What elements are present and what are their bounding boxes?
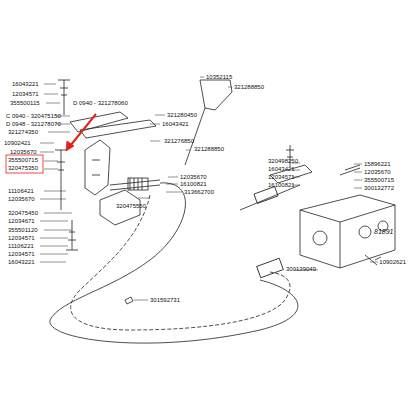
callout-number: D 0940 - 321278060	[73, 100, 128, 107]
cable-sleeve	[254, 187, 278, 204]
leader-lines	[40, 77, 378, 300]
callout-number: 355500715	[364, 177, 394, 184]
callout-number: 12034571	[8, 235, 35, 242]
callout-number: 12034571	[8, 251, 35, 258]
bolt	[58, 80, 70, 115]
highlight-arrowhead	[66, 141, 74, 151]
callout-number: 11106221	[8, 243, 34, 250]
bracket-holes	[92, 160, 100, 175]
cable-rod	[240, 185, 300, 210]
highlight-box	[6, 155, 43, 173]
highlight-arrow	[70, 114, 96, 146]
callout-number: 16043221	[8, 259, 35, 266]
callout-number: 321274350	[8, 129, 38, 136]
callout-number: 320498250	[268, 158, 298, 165]
callout-number: 300132772	[364, 185, 394, 192]
callout-number: 11106421	[8, 188, 34, 195]
valve-edges	[300, 205, 395, 268]
cable-clip	[125, 297, 133, 304]
washer	[340, 165, 360, 175]
cable-rod	[110, 180, 160, 190]
callout-number: 355500715	[8, 157, 38, 164]
callout-number: 321280450	[167, 112, 197, 119]
callout-number: 355501120	[8, 227, 38, 234]
callout-number: 12035670	[8, 196, 35, 203]
bolt	[55, 150, 67, 210]
callout-number: 321276850	[164, 138, 194, 145]
callout-number: 81891	[374, 228, 393, 235]
callout-number: 12035670	[10, 149, 37, 156]
callout-number: 12034671	[8, 218, 35, 225]
cable-sleeve	[257, 258, 284, 277]
callout-number: 16043221	[12, 81, 39, 88]
lever-plate	[70, 112, 128, 132]
callout-number: 320475450	[8, 210, 38, 217]
cable	[71, 195, 290, 330]
cable-sleeve	[128, 178, 148, 190]
callout-number: 301592731	[150, 297, 180, 304]
cable	[50, 183, 298, 343]
callout-number: 12035670	[180, 174, 207, 181]
valve-port	[359, 226, 371, 238]
sleeve-threads	[130, 178, 142, 190]
callout-number: 16043421	[268, 166, 295, 173]
callout-number: 320475550	[116, 203, 146, 210]
callout-number: D 0948 - 321278070	[6, 121, 61, 128]
callout-number: 15896221	[364, 161, 391, 168]
callout-number: 10352115	[206, 74, 232, 81]
callout-number: 10902421	[4, 140, 31, 147]
callout-number: 16043421	[162, 121, 189, 128]
callout-number: 320475350	[8, 165, 38, 172]
callout-number: 10902621	[379, 259, 406, 266]
valve-fitting	[365, 255, 381, 265]
callout-number: 355500115	[10, 100, 40, 107]
callout-number: C 0940 - 320475150	[6, 113, 61, 120]
lever-plate	[80, 120, 156, 138]
callout-number: 12034571	[12, 91, 39, 98]
handle-knob	[200, 80, 232, 110]
bracket	[85, 140, 110, 195]
valve-port	[313, 231, 327, 245]
callout-number: 16100821	[180, 181, 207, 188]
callout-number: 321288850	[194, 146, 224, 153]
callout-number: 300139049	[286, 266, 316, 273]
callout-number: 12034571	[268, 174, 295, 181]
callout-number: 313662700	[184, 189, 214, 196]
callout-number: 321288850	[234, 84, 264, 91]
callout-number: 16100821	[268, 182, 295, 189]
valve-block	[300, 195, 395, 268]
callout-number: 12035670	[364, 169, 391, 176]
bolt	[66, 220, 78, 250]
